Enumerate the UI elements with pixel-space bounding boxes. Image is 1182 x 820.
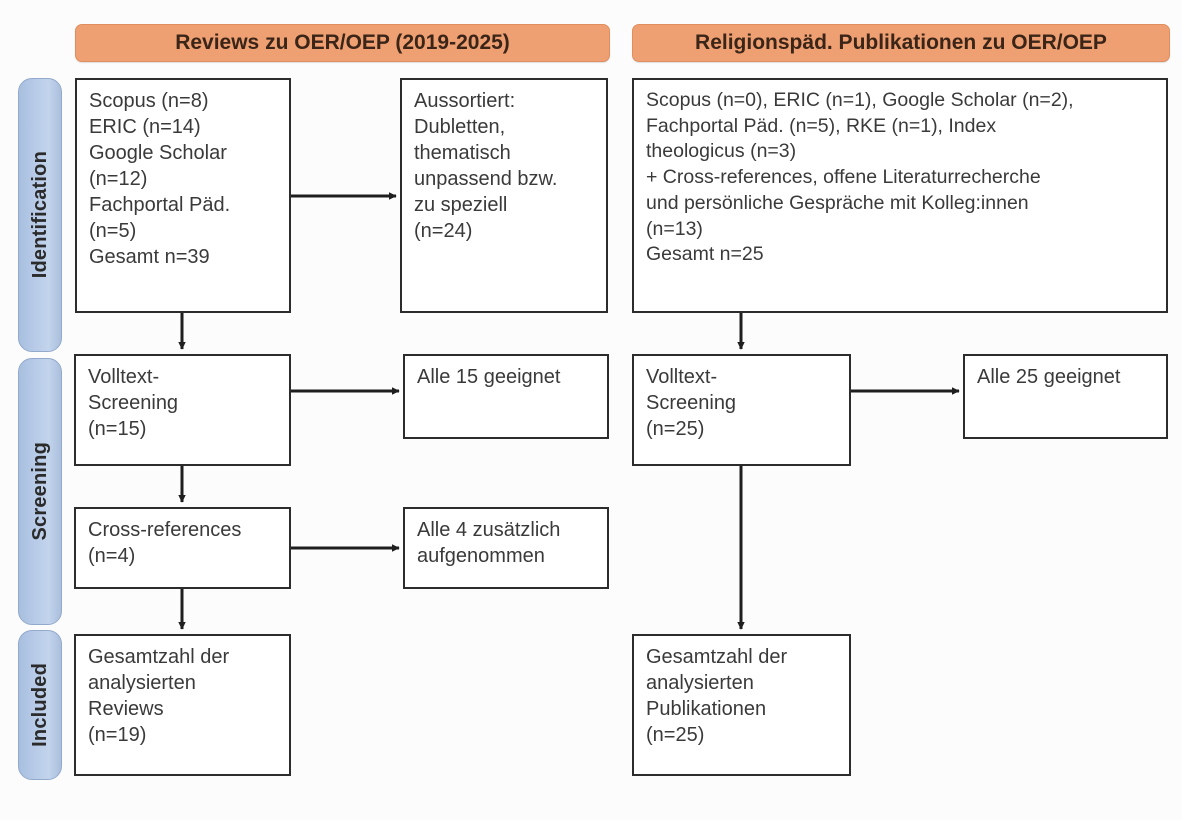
- column-header-reviews-text: Reviews zu OER/OEP (2019-2025): [175, 31, 510, 54]
- box-left-included-total-text: Gesamtzahl der analysierten Reviews (n=1…: [88, 646, 230, 746]
- box-right-included-total: Gesamtzahl der analysierten Publikatione…: [632, 634, 851, 776]
- stage-label-identification-text: Identification: [28, 151, 51, 279]
- box-left-included-total: Gesamtzahl der analysierten Reviews (n=1…: [74, 634, 291, 776]
- stage-label-included-text: Included: [28, 663, 51, 747]
- box-left-identification-sources-text: Scopus (n=8) ERIC (n=14) Google Scholar …: [89, 90, 231, 268]
- column-header-reviews: Reviews zu OER/OEP (2019-2025): [75, 24, 610, 62]
- column-header-publikationen-text: Religionspäd. Publikationen zu OER/OEP: [695, 31, 1107, 54]
- stage-label-included: Included: [18, 630, 62, 780]
- box-right-screening-fulltext-result-text: Alle 25 geeignet: [977, 366, 1121, 388]
- box-left-identification-sources: Scopus (n=8) ERIC (n=14) Google Scholar …: [75, 78, 291, 313]
- box-right-screening-fulltext-text: Volltext- Screening (n=25): [646, 366, 737, 440]
- box-left-identification-excluded: Aussortiert: Dubletten, thematisch unpas…: [400, 78, 608, 313]
- box-left-screening-fulltext-result-text: Alle 15 geeignet: [417, 366, 561, 388]
- box-left-screening-fulltext-result: Alle 15 geeignet: [403, 354, 609, 439]
- column-header-publikationen: Religionspäd. Publikationen zu OER/OEP: [632, 24, 1170, 62]
- box-left-screening-fulltext: Volltext- Screening (n=15): [74, 354, 291, 466]
- box-left-screening-crossrefs-result-text: Alle 4 zusätzlich aufgenommen: [417, 519, 561, 567]
- stage-label-identification: Identification: [18, 78, 62, 352]
- box-right-included-total-text: Gesamtzahl der analysierten Publikatione…: [646, 646, 788, 746]
- stage-label-screening-text: Screening: [28, 442, 51, 541]
- box-left-screening-crossrefs: Cross-references (n=4): [74, 507, 291, 589]
- box-left-screening-crossrefs-result: Alle 4 zusätzlich aufgenommen: [403, 507, 609, 589]
- box-right-screening-fulltext-result: Alle 25 geeignet: [963, 354, 1168, 439]
- box-left-screening-crossrefs-text: Cross-references (n=4): [88, 519, 242, 567]
- box-right-identification-sources-text: Scopus (n=0), ERIC (n=1), Google Scholar…: [646, 89, 1074, 266]
- box-right-identification-sources: Scopus (n=0), ERIC (n=1), Google Scholar…: [632, 78, 1168, 313]
- box-right-screening-fulltext: Volltext- Screening (n=25): [632, 354, 851, 466]
- stage-label-screening: Screening: [18, 358, 62, 625]
- box-left-identification-excluded-text: Aussortiert: Dubletten, thematisch unpas…: [414, 90, 558, 242]
- box-left-screening-fulltext-text: Volltext- Screening (n=15): [88, 366, 179, 440]
